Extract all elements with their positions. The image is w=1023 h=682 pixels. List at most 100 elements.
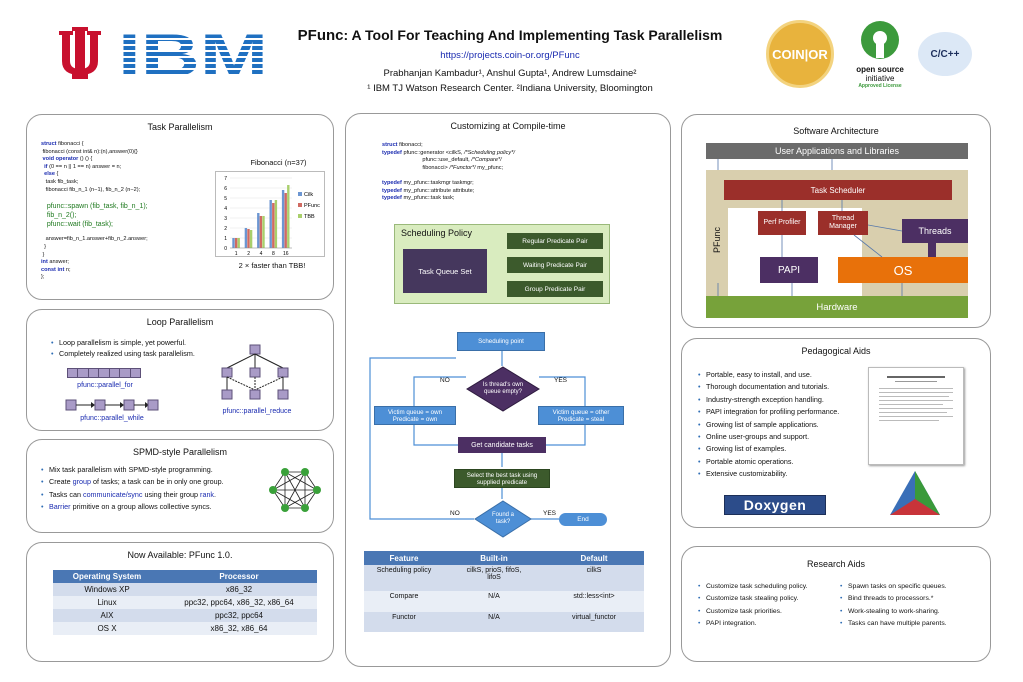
arch-arrows — [717, 159, 903, 296]
scheduling-policy-box: Scheduling Policy Task Queue Set Regular… — [394, 224, 610, 304]
waiting-predicate-pair: Waiting Predicate Pair — [507, 257, 603, 273]
default-header: Default — [544, 551, 644, 565]
list-item: Growing list of sample applications. — [698, 419, 839, 432]
parallel-for-label: pfunc::parallel_for — [77, 382, 133, 389]
software-arch-panel: Software Architecture User Applications … — [681, 114, 991, 328]
list-item: Extensive customizability. — [698, 468, 839, 481]
list-item: Spawn tasks on specific queues. — [840, 581, 947, 594]
bar-pfunc-4 — [259, 216, 263, 248]
no-label-1: NO — [440, 377, 450, 384]
parallel-while-diagram — [65, 399, 159, 411]
documentation-thumbnail — [868, 367, 964, 465]
iu-logo — [55, 25, 105, 81]
pedagogical-bullets: Portable, easy to install, and use. Thor… — [698, 369, 839, 481]
list-item: Customize task scheduling policy. — [698, 581, 808, 594]
legend-label-pfunc: PFunc — [304, 203, 320, 209]
perf-profiler: Perf Profiler — [758, 211, 806, 235]
osi-line3: Approved License — [858, 83, 902, 89]
found-task-decision — [474, 500, 532, 538]
found-task-text: Found a task? — [491, 512, 515, 525]
doxygen-logo: Doxygen — [724, 495, 826, 515]
spmd-title: SPMD-style Parallelism — [132, 447, 228, 457]
bar-tbb-2 — [249, 230, 253, 248]
os-header: Operating System — [53, 570, 161, 583]
loop-bullet-2: Completely realized using task paralleli… — [51, 348, 195, 359]
coinor-logo: COIN|OR — [766, 20, 834, 88]
y-tick-label: 4 — [224, 206, 227, 212]
task-queue-set: Task Queue Set — [403, 249, 487, 293]
builtin-header: Built-in — [444, 551, 544, 565]
bar-tbb-16 — [287, 185, 290, 248]
code-line — [41, 229, 148, 237]
code-line: struct fibonacci { — [41, 141, 84, 147]
spmd-bullet-1: Mix task parallelism with SPMD-style pro… — [41, 464, 224, 477]
list-item: Portable atomic operations. — [698, 456, 839, 469]
code-line: fib_n_2(); — [41, 211, 77, 219]
x-tick-label: 16 — [283, 251, 289, 257]
customizing-code: struct fibonacci;typedef pfunc::generato… — [382, 142, 515, 203]
list-item: Growing list of examples. — [698, 443, 839, 456]
parallel-for-diagram — [67, 368, 141, 378]
loop-parallelism-panel: Loop Parallelism Loop parallelism is sim… — [26, 309, 334, 431]
y-tick-label: 0 — [224, 246, 227, 252]
scheduling-policy-label: Scheduling Policy — [401, 228, 473, 238]
y-tick-label: 6 — [224, 186, 227, 192]
code-line: if (0 == n || 1 == n) answer = n; — [41, 163, 122, 170]
x-tick-label: 1 — [235, 251, 238, 257]
yes-label-1: YES — [554, 377, 568, 384]
own-queue-empty-text: Is thread's own queue empty? — [482, 382, 524, 395]
legend-swatch-cilk — [298, 192, 302, 196]
y-tick-label: 3 — [224, 216, 227, 222]
papi-layer: PAPI — [760, 257, 818, 283]
fibonacci-code: struct fibonacci { fibonacci (const int&… — [41, 141, 148, 282]
code-line: struct fibonacci; — [382, 142, 423, 148]
bar-tbb-4 — [262, 216, 265, 248]
bar-cilk-2 — [244, 228, 248, 248]
code-line: fibonacci fib_n_1 (n−1), fib_n_2 (n−2); — [41, 186, 141, 193]
list-item: Customize task priorities. — [698, 606, 808, 619]
group-predicate-pair: Group Predicate Pair — [507, 281, 603, 297]
list-item: Work-stealing to work-sharing. — [840, 606, 947, 619]
code-line: answer=fib_n_1.answer+fib_n_2.answer; — [41, 236, 148, 243]
legend-label-tbb: TBB — [304, 214, 315, 220]
x-tick-label: 2 — [247, 251, 250, 257]
os-layer: OS — [838, 257, 968, 283]
code-line: int answer; — [41, 259, 69, 266]
parallel-while-label: pfunc::parallel_while — [80, 415, 144, 422]
no-label-2: NO — [450, 510, 460, 517]
research-panel: Research Aids Customize task scheduling … — [681, 546, 991, 662]
cpp-badge: C/C++ — [918, 32, 972, 76]
research-left-list: Customize task scheduling policy. Custom… — [698, 581, 808, 631]
code-line: fibonacci> /*Functor*/ my_pfunc; — [382, 164, 504, 171]
list-item: Industry-strength exception handling. — [698, 394, 839, 407]
y-tick-label: 7 — [224, 176, 227, 182]
chart-caption: 2 × faster than TBB! — [238, 261, 306, 270]
task-parallelism-panel: Task Parallelism struct fibonacci { fibo… — [26, 114, 334, 300]
hardware-layer: Hardware — [706, 296, 968, 318]
select-best-task: Select the best task using supplied pred… — [454, 469, 550, 488]
software-arch-title: Software Architecture — [793, 126, 879, 136]
loop-parallelism-title: Loop Parallelism — [146, 317, 214, 327]
y-tick-label: 5 — [224, 196, 227, 202]
project-url[interactable]: https://projects.coin-or.org/PFunc — [440, 50, 580, 61]
spmd-bullet-2: Create group of tasks; a task can be in … — [41, 476, 224, 489]
list-item: Tasks can have multiple parents. — [840, 618, 947, 631]
cpp-badge-text: C/C++ — [930, 48, 960, 60]
code-line: else { — [41, 171, 59, 178]
flowchart-arrows — [369, 351, 586, 520]
code-line — [41, 194, 148, 202]
list-item: Customize task stealing policy. — [698, 593, 808, 606]
code-line: const int n; — [41, 266, 71, 273]
research-right-list: Spawn tasks on specific queues. Bind thr… — [840, 581, 947, 631]
code-line: } — [41, 243, 46, 250]
legend-label-cilk: Cilk — [304, 192, 313, 198]
code-line: pfunc::wait (fib_task); — [41, 220, 113, 228]
list-item: Thorough documentation and tutorials. — [698, 381, 839, 394]
bar-cilk-16 — [281, 190, 285, 248]
spmd-bullet-3: Tasks can communicate/sync using their g… — [41, 489, 224, 502]
